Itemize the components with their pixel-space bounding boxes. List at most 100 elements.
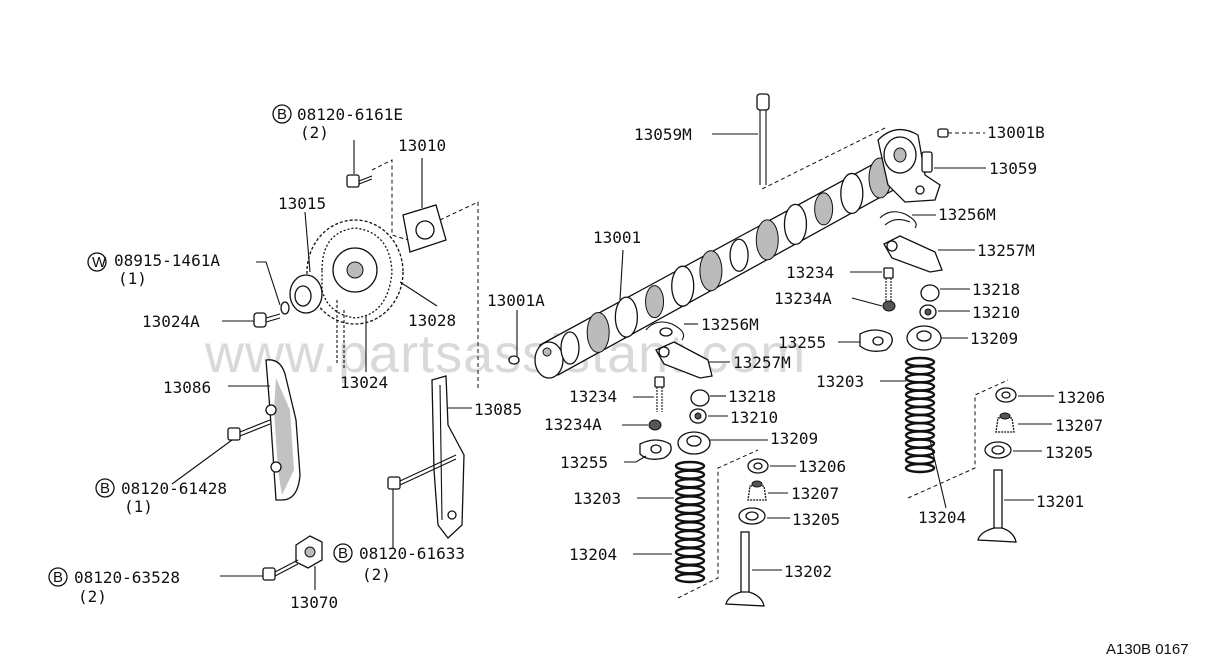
cam-lobe <box>840 172 864 215</box>
plug-13001B-drawing <box>937 128 985 138</box>
part-label-13205-right: 13205 <box>1045 443 1093 462</box>
bolt-08120-63528-drawing <box>220 559 299 581</box>
fastener-quantity: (2) <box>300 123 329 142</box>
spring-coil <box>904 397 936 408</box>
chain-tensioner-guide-13085 <box>431 375 465 539</box>
assembly-outline <box>439 201 479 390</box>
part-label-13209-left: 13209 <box>770 429 818 448</box>
spring-coil <box>674 521 706 532</box>
part-label-13203-right: 13203 <box>816 372 864 391</box>
bolt-08120-61428-drawing <box>171 419 271 485</box>
part-label-13257M-right: 13257M <box>977 241 1035 260</box>
washer-badge-letter: W <box>92 254 107 271</box>
part-label-13218-right: 13218 <box>972 280 1020 299</box>
part-label-13024: 13024 <box>340 373 388 392</box>
part-label-13028: 13028 <box>408 311 456 330</box>
part-label-13209-right: 13209 <box>970 329 1018 348</box>
part-label-13059: 13059 <box>989 159 1037 178</box>
part-label-13256M-right: 13256M <box>938 205 996 224</box>
spring-coil <box>904 422 936 433</box>
camshaft-bracket-13059 <box>877 128 941 203</box>
part-label-13086: 13086 <box>163 378 211 397</box>
part-label-13024A: 13024A <box>142 312 200 331</box>
cam-lobe <box>671 265 695 307</box>
spring-coil <box>904 389 936 400</box>
spring-coil <box>904 413 936 425</box>
fastener-part-number: 08120-61428 <box>121 479 227 498</box>
fastener-part-number: 08915-1461A <box>114 251 220 270</box>
valve-adjuster-13234 <box>654 376 665 412</box>
spring-coil <box>674 538 706 549</box>
part-label-13234A-left: 13234A <box>544 415 602 434</box>
assembly-outline <box>371 159 409 241</box>
spring-coil <box>904 430 936 441</box>
spring-seat-13206-right <box>995 387 1017 403</box>
valve-seal-13207-left <box>747 480 767 501</box>
valve-springs-13203-13204-right <box>904 356 936 474</box>
part-label-13234-left: 13234 <box>569 387 617 406</box>
spring-clip-13256M <box>879 211 917 229</box>
spring-coil <box>674 503 706 515</box>
chain-guide-13086 <box>265 359 301 501</box>
spring-coil <box>674 495 706 506</box>
spring-coil <box>674 555 706 566</box>
bolt-badge-letter: B <box>277 106 287 123</box>
valve-collet-13210-right <box>919 304 937 320</box>
spring-coil <box>904 405 936 417</box>
valve-seal-13207-right <box>995 412 1015 433</box>
part-label-13234-right: 13234 <box>786 263 834 282</box>
exhaust-valve-13202 <box>725 531 765 607</box>
spring-coil <box>674 572 706 584</box>
thrust-washer-drawing <box>289 274 323 314</box>
part-label-13255-left: 13255 <box>560 453 608 472</box>
part-label-13203-left: 13203 <box>573 489 621 508</box>
cam-lobe <box>755 219 779 261</box>
cam-lobe <box>814 192 834 226</box>
cam-lobe <box>614 296 639 338</box>
spring-coil <box>904 454 936 466</box>
bolt-badge-letter: B <box>100 480 110 497</box>
part-label-13206-right: 13206 <box>1057 388 1105 407</box>
diagram-reference-code: A130B 0167 <box>1106 641 1189 658</box>
bolt-badge-letter: B <box>338 545 348 562</box>
adjuster-nut-13234A <box>882 300 896 312</box>
fastener-quantity: (1) <box>118 269 147 288</box>
spring-coil <box>674 512 706 523</box>
bolt-badge-letter: B <box>53 569 63 586</box>
part-label-13218-left: 13218 <box>728 387 776 406</box>
part-label-13257M-left: 13257M <box>733 353 791 372</box>
spring-coil <box>674 546 706 558</box>
valve-collet-13210-left <box>689 408 707 424</box>
spring-coil <box>904 373 936 384</box>
spring-coil <box>904 356 936 368</box>
assembly-outline <box>759 127 886 191</box>
cam-lobe <box>783 203 808 246</box>
spring-coil <box>674 460 706 472</box>
fastener-08120-61428: B 08120-61428 (1) <box>95 478 227 516</box>
part-label-13255-right: 13255 <box>778 333 826 352</box>
cam-lobe <box>729 238 749 272</box>
part-label-13204-left: 13204 <box>569 545 617 564</box>
valve-adjuster-13234 <box>883 267 894 305</box>
part-label-13070: 13070 <box>290 593 338 612</box>
bolt-08120-61633-drawing <box>387 454 457 548</box>
cam-lobe <box>645 285 665 319</box>
part-label-13205-left: 13205 <box>792 510 840 529</box>
fastener-08120-61633: B 08120-61633 (2) <box>333 543 465 584</box>
fastener-part-number: 08120-63528 <box>74 568 180 587</box>
guide-plate-13255-left <box>639 439 672 460</box>
rocker-arm-13257M <box>883 235 943 273</box>
spring-coil <box>904 446 936 457</box>
part-label-13207-left: 13207 <box>791 484 839 503</box>
part-label-13015: 13015 <box>278 194 326 213</box>
dowel-pin-13001A <box>508 310 520 365</box>
part-label-13204-right: 13204 <box>918 508 966 527</box>
valve-cap-13218-left <box>690 389 710 407</box>
washer-badge <box>87 252 107 272</box>
cam-lobe <box>586 312 610 354</box>
spring-retainer-13209-left <box>677 431 711 455</box>
guide-plate-13255-right <box>859 329 893 352</box>
part-label-13202: 13202 <box>784 562 832 581</box>
spring-coil <box>904 462 936 474</box>
spring-coil <box>674 469 706 480</box>
